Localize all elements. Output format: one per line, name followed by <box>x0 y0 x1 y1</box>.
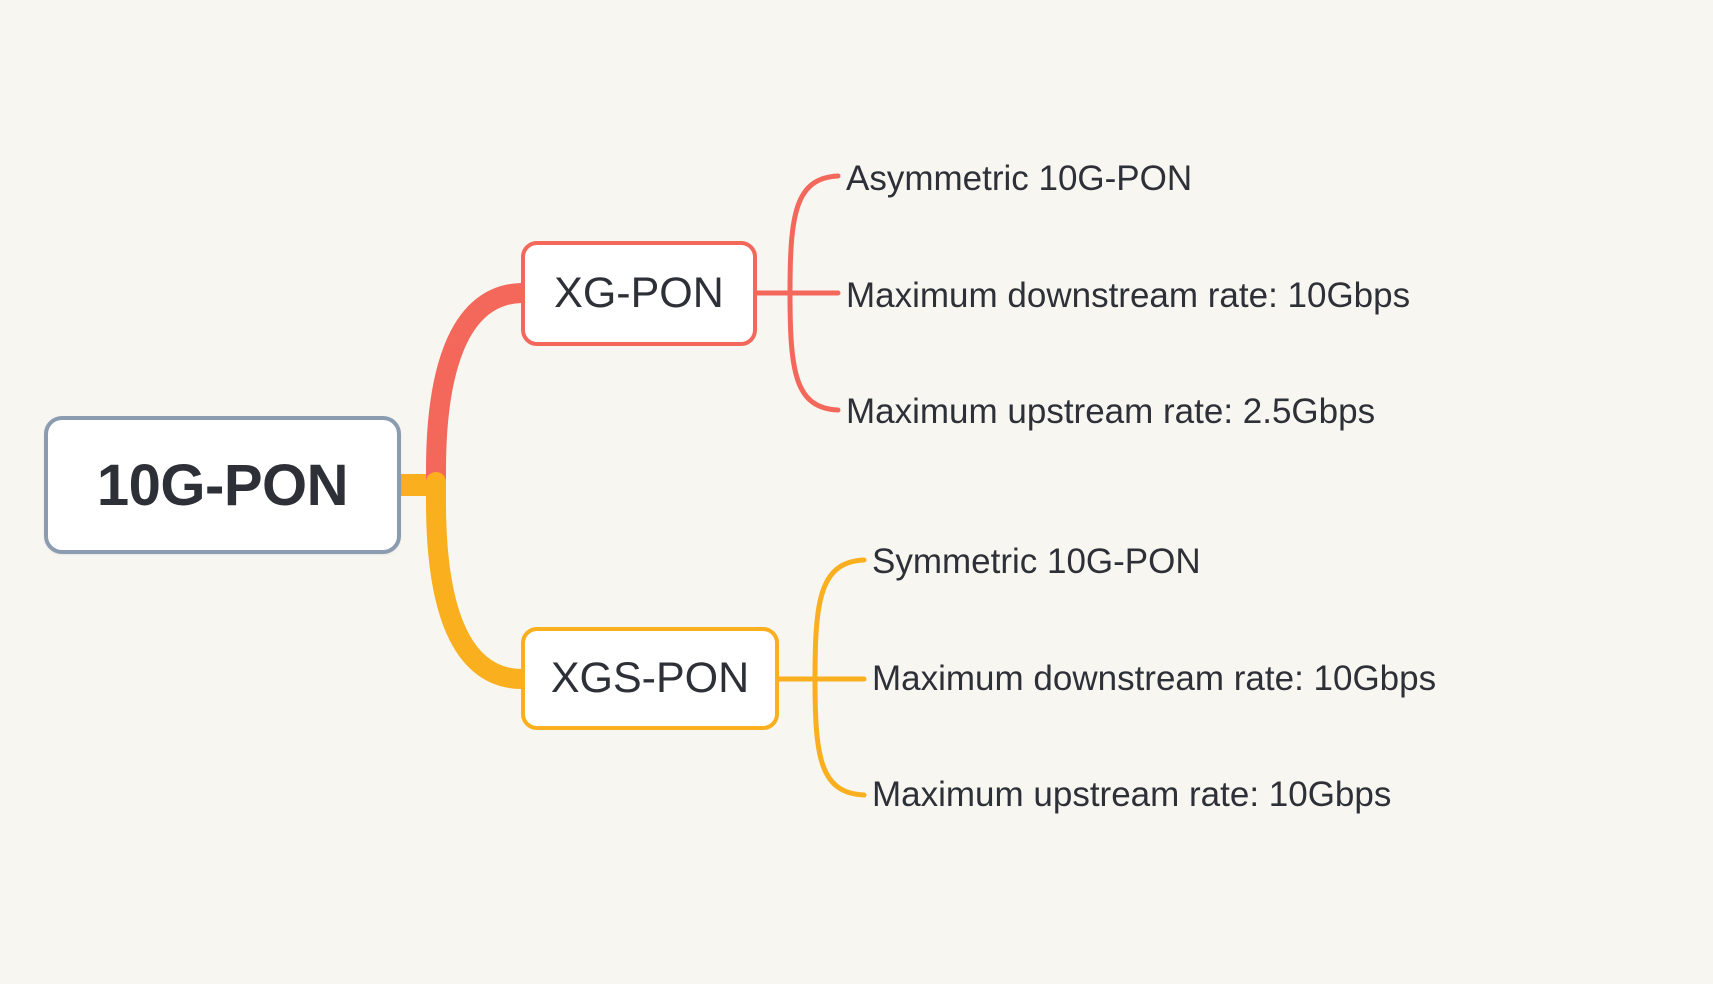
branch-node-xgs-pon-label: XGS-PON <box>550 654 750 702</box>
connector-xgspon-leaf-1 <box>812 557 867 682</box>
connector-xgspon-leaf-3 <box>812 676 867 798</box>
connector-root-to-xgspon <box>426 472 531 689</box>
leaf-xgs-pon-3[interactable]: Maximum upstream rate: 10Gbps <box>872 775 1392 814</box>
branch-node-xg-pon[interactable]: XG-PON <box>521 241 757 346</box>
branch-node-xgs-pon[interactable]: XGS-PON <box>521 627 779 730</box>
connector-xgpon-leaf-3 <box>787 290 841 413</box>
connector-root-to-xgpon <box>426 283 531 500</box>
root-node[interactable]: 10G-PON <box>44 416 401 554</box>
leaf-xg-pon-3[interactable]: Maximum upstream rate: 2.5Gbps <box>846 392 1376 431</box>
root-node-label: 10G-PON <box>96 452 349 518</box>
connector-xgpon-leaf-1 <box>787 173 841 296</box>
leaf-xgs-pon-2[interactable]: Maximum downstream rate: 10Gbps <box>872 659 1437 698</box>
leaf-xgs-pon-1[interactable]: Symmetric 10G-PON <box>872 542 1201 581</box>
leaf-xg-pon-2[interactable]: Maximum downstream rate: 10Gbps <box>846 276 1411 315</box>
branch-node-xg-pon-label: XG-PON <box>554 269 724 317</box>
leaf-xg-pon-1[interactable]: Asymmetric 10G-PON <box>846 159 1193 198</box>
